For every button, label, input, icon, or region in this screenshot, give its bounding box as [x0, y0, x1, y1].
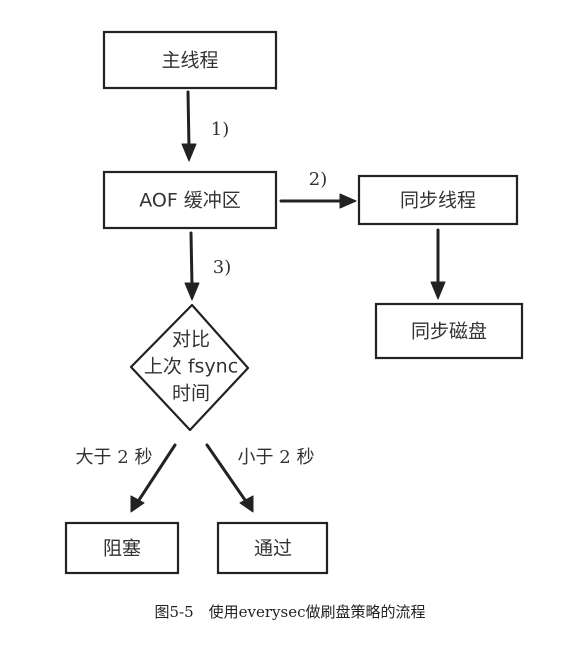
node-sync-thread: 同步线程 [357, 174, 519, 226]
sync-thread-label: 同步线程 [400, 190, 476, 212]
node-block: 阻塞 [64, 521, 180, 575]
node-pass: 通过 [216, 521, 329, 575]
edge-label-gt-2s: 大于 2 秒 [76, 447, 153, 468]
sync-disk-label: 同步磁盘 [411, 321, 487, 343]
block-label: 阻塞 [103, 538, 141, 560]
edge-buffer-to-sync-thread: 2) [279, 169, 357, 209]
main-thread-label: 主线程 [161, 50, 218, 72]
edge-compare-to-block: 大于 2 秒 [76, 443, 177, 513]
node-compare-decision: 对比 上次 fsync 时间 [129, 303, 250, 432]
edge-buffer-to-compare: 3) [184, 231, 231, 301]
pass-label: 通过 [254, 538, 292, 560]
edge-sync-thread-to-disk [430, 228, 446, 300]
edge-compare-to-pass: 小于 2 秒 [205, 443, 315, 513]
compare-line1: 对比 [172, 329, 210, 351]
figure-caption: 图5-5 使用everysec做刷盘策略的流程 [154, 603, 425, 621]
node-aof-buffer: AOF 缓冲区 [102, 170, 278, 230]
node-main-thread: 主线程 [102, 30, 278, 91]
edge-main-to-buffer: 1) [181, 90, 229, 162]
edge-label-step1: 1) [211, 119, 229, 140]
compare-line2: 上次 fsync [144, 356, 238, 378]
node-sync-disk: 同步磁盘 [374, 302, 524, 360]
edge-label-lt-2s: 小于 2 秒 [238, 447, 315, 468]
edge-label-step3: 3) [213, 257, 231, 278]
aof-buffer-label: AOF 缓冲区 [139, 190, 241, 212]
edge-label-step2: 2) [309, 169, 327, 190]
compare-line3: 时间 [172, 383, 210, 405]
